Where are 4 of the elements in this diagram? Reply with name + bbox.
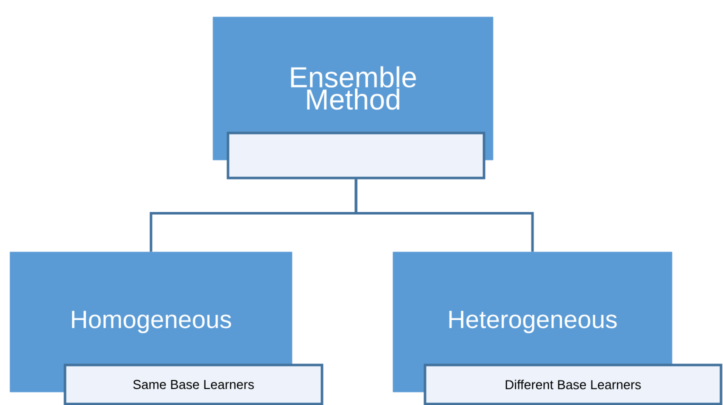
subtitle-box: Same Base Learners bbox=[64, 364, 324, 405]
subtitle-box: Different Base Learners bbox=[424, 364, 722, 405]
connector-line bbox=[354, 179, 534, 252]
empty-box bbox=[226, 132, 486, 180]
